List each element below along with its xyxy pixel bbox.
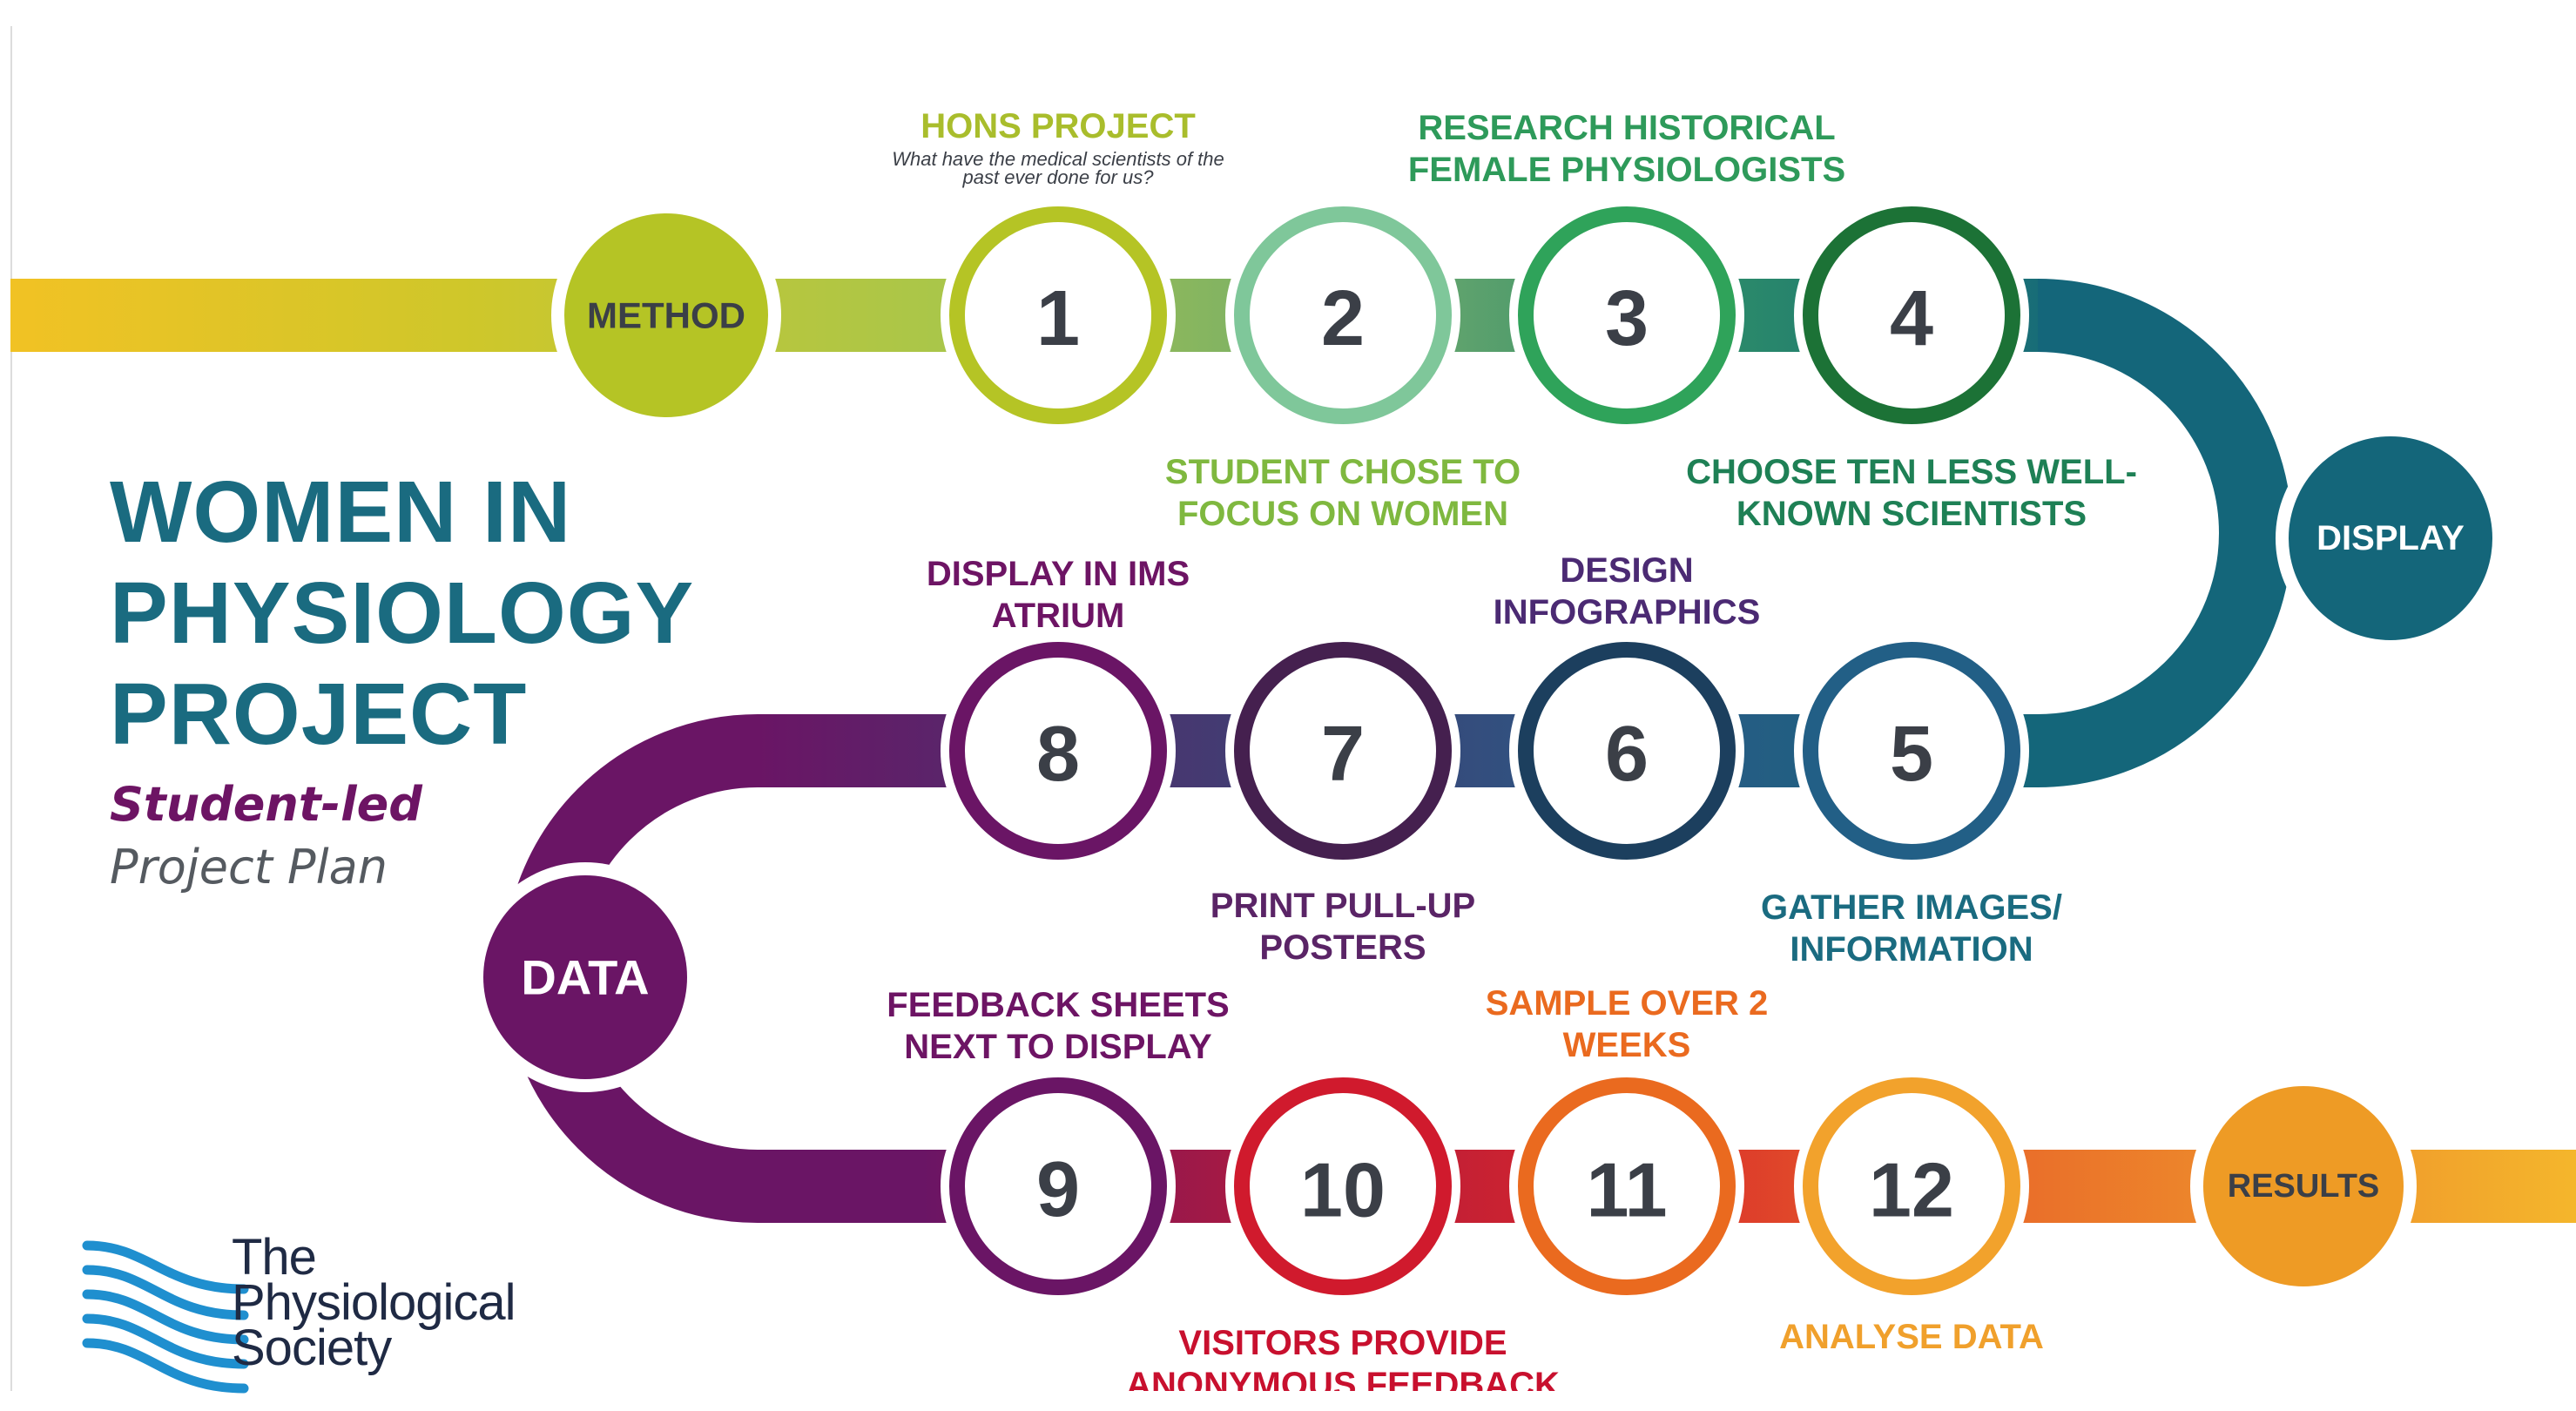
steps-layer: 1 HONS PROJECT What have the medical scien… <box>887 107 2137 1391</box>
logo-text: The Physiological Society <box>232 1229 516 1376</box>
step-3-ring <box>1518 206 1736 424</box>
logo-text-line-2: Physiological <box>232 1274 516 1331</box>
step-3: 3 RESEARCH HISTORICAL FEMALE PHYSIOLOGISTS <box>1408 109 1845 433</box>
step-2-label: STUDENT CHOSE TO <box>1165 453 1521 491</box>
step-10-label: ANONYMOUS FEEDBACK <box>1126 1366 1560 1391</box>
step-12-ring <box>1803 1077 2020 1295</box>
step-5-number: 5 <box>1890 711 1933 798</box>
step-5-label: GATHER IMAGES/ <box>1761 888 2062 927</box>
step-7-ring <box>1234 642 1452 860</box>
step-5-label: INFORMATION <box>1790 930 2033 969</box>
road-right-curve <box>2037 279 2292 787</box>
step-7-number: 7 <box>1321 711 1365 798</box>
step-6-label: INFOGRAPHICS <box>1494 593 1761 631</box>
step-1-ring <box>949 206 1167 424</box>
logo-text-line-3: Society <box>232 1320 392 1376</box>
step-9-label: FEEDBACK SHEETS <box>887 986 1229 1024</box>
step-4-label: CHOOSE TEN LESS WELL- <box>1686 453 2137 491</box>
step-4-ring <box>1803 206 2020 424</box>
step-8-number: 8 <box>1036 711 1080 798</box>
method-hub-disk <box>564 213 768 417</box>
step-7-label: PRINT PULL-UP <box>1210 887 1475 925</box>
step-11-label: SAMPLE OVER 2 <box>1486 984 1769 1023</box>
step-6-label: DESIGN <box>1560 551 1693 590</box>
display-hub: DISPLAY <box>2276 423 2505 653</box>
wave-logo-icon <box>82 1240 249 1394</box>
step-1-note: What have the medical scientists of the <box>892 148 1224 170</box>
step-1-number: 1 <box>1036 275 1080 362</box>
step-1: 1 HONS PROJECT What have the medical scien… <box>892 107 1224 433</box>
step-9: 9 FEEDBACK SHEETS NEXT TO DISPLAY <box>887 986 1230 1304</box>
step-8-label: DISPLAY IN IMS <box>927 555 1190 593</box>
subtitle-emphasis: Student-led <box>110 777 422 832</box>
step-9-number: 9 <box>1036 1146 1080 1233</box>
step-2-ring <box>1234 206 1452 424</box>
step-11-ring <box>1518 1077 1736 1295</box>
step-9-ring <box>949 1077 1167 1295</box>
subtitle: Project Plan <box>110 840 388 895</box>
display-hub-disk <box>2289 436 2492 640</box>
title-line-3: PROJECT <box>110 665 528 763</box>
step-9-label: NEXT TO DISPLAY <box>904 1028 1212 1066</box>
physiological-society-logo: The Physiological Society <box>26 1176 583 1394</box>
step-11-label: WEEKS <box>1563 1026 1691 1064</box>
title-block: WOMEN IN PHYSIOLOGY PROJECT Student-led … <box>110 462 694 899</box>
step-3-label: FEMALE PHYSIOLOGISTS <box>1408 151 1845 189</box>
step-4-label: KNOWN SCIENTISTS <box>1736 495 2087 533</box>
results-hub-label: RESULTS <box>2228 1168 2380 1205</box>
data-hub: DATA <box>470 862 700 1092</box>
step-4-number: 4 <box>1890 275 1933 362</box>
step-11-number: 11 <box>1586 1147 1667 1233</box>
step-10-label: VISITORS PROVIDE <box>1178 1324 1507 1362</box>
step-1-note: past ever done for us? <box>962 166 1155 188</box>
page-border <box>10 26 12 1391</box>
step-2-number: 2 <box>1321 275 1365 362</box>
step-6-number: 6 <box>1605 711 1649 798</box>
step-12-label: ANALYSE DATA <box>1779 1318 2044 1356</box>
data-hub-label: DATA <box>521 950 649 1005</box>
step-8: 8 DISPLAY IN IMS ATRIUM <box>927 555 1190 868</box>
display-hub-label: DISPLAY <box>2316 519 2465 557</box>
title-line-2: PHYSIOLOGY <box>110 564 695 662</box>
step-5-ring <box>1803 642 2020 860</box>
step-1-label: HONS PROJECT <box>920 107 1196 145</box>
method-hub-label: METHOD <box>587 295 745 336</box>
results-hub-disk <box>2203 1086 2404 1286</box>
logo-text-line-1: The <box>232 1229 317 1286</box>
method-hub: METHOD <box>551 200 781 430</box>
results-hub: RESULTS <box>2190 1073 2417 1300</box>
step-7-label: POSTERS <box>1259 928 1426 967</box>
step-2-label: FOCUS ON WOMEN <box>1177 495 1508 533</box>
step-10-number: 10 <box>1300 1147 1386 1233</box>
step-10-ring <box>1234 1077 1452 1295</box>
step-3-number: 3 <box>1605 275 1649 362</box>
step-8-label: ATRIUM <box>992 597 1125 635</box>
step-8-ring <box>949 642 1167 860</box>
step-3-label: RESEARCH HISTORICAL <box>1418 109 1835 147</box>
data-hub-disk <box>483 875 687 1079</box>
title-line-1: WOMEN IN <box>110 463 572 561</box>
step-12-number: 12 <box>1869 1147 1954 1233</box>
step-6-ring <box>1518 642 1736 860</box>
